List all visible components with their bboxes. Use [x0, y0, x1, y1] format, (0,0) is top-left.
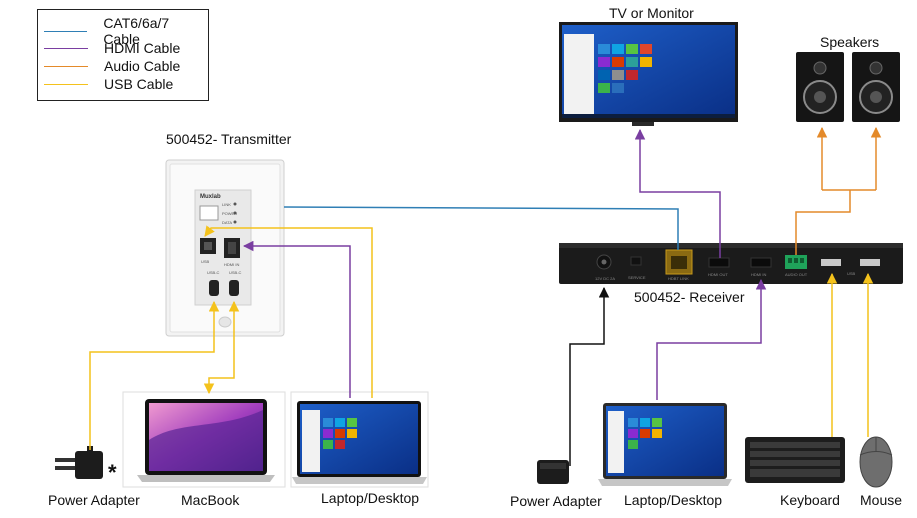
port-label-usbc-2: USB-C — [229, 270, 242, 275]
transmitter-usbc-port-1 — [209, 280, 219, 296]
macbook-image — [122, 391, 286, 488]
power-adapter-left-image — [55, 446, 103, 479]
receiver-hdmi-in-port — [750, 257, 772, 268]
mouse-label: Mouse — [860, 492, 903, 508]
speaker-right — [852, 52, 900, 122]
receiver-label-hdmi-out: HDMI OUT — [708, 272, 728, 277]
transmitter-label: 500452- Transmitter — [166, 131, 292, 147]
legend-swatch-audio — [44, 65, 88, 67]
cable-usb-laptop-left — [204, 225, 373, 398]
legend-swatch-usb — [44, 83, 88, 85]
legend-item-hdmi: HDMI Cable — [44, 39, 180, 57]
legend-swatch-hdmi — [44, 47, 88, 49]
cable-hdmi-laptop-right — [656, 278, 767, 400]
transmitter-brand: Muxlab — [200, 194, 221, 200]
legend-label-hdmi: HDMI Cable — [104, 40, 181, 56]
tv-monitor — [559, 22, 738, 126]
speakers-label: Speakers — [820, 34, 880, 50]
receiver-label: 500452- Receiver — [634, 289, 745, 305]
legend-label-cat6: CAT6/6a/7 Cable — [103, 15, 170, 47]
receiver-hdmi-out-port — [708, 257, 730, 268]
receiver-usb-port-1 — [821, 259, 841, 266]
receiver-label-hdbt: HDBT LINK — [668, 276, 689, 281]
transmitter-wallplate: Muxlab LINK POWER DATA USB HDMI IN USB-C… — [165, 159, 285, 337]
receiver-box: 12V DC 2A SERVICE HDBT LINK HDMI OUT HDM… — [559, 243, 903, 284]
legend-label-audio: Audio Cable — [104, 58, 181, 74]
keyboard-image — [745, 437, 845, 483]
receiver-usb-port-2 — [860, 259, 880, 266]
port-label-usbc-1: USB-C — [207, 270, 220, 275]
cable-power-receiver — [569, 286, 610, 466]
mouse-image — [859, 436, 893, 488]
cable-audio-trunk — [795, 190, 851, 255]
cable-usbc-macbook — [203, 300, 240, 395]
port-label-usb: USB — [201, 259, 210, 264]
transmitter-usbc-port-2 — [229, 280, 239, 296]
legend-item-cat6: CAT6/6a/7 Cable — [44, 15, 208, 47]
speaker-left — [796, 52, 844, 122]
keyboard-label: Keyboard — [780, 492, 840, 508]
macbook-label: MacBook — [181, 492, 240, 508]
laptop-right-label: Laptop/Desktop — [624, 492, 723, 508]
cable-hdmi-laptop-left — [242, 240, 351, 398]
receiver-label-hdmi-in: HDMI IN — [751, 272, 766, 277]
legend-item-usb: USB Cable — [44, 75, 173, 93]
legend-label-usb: USB Cable — [104, 76, 174, 92]
legend-swatch-cat6 — [44, 30, 88, 32]
receiver-label-dc: 12V DC 2A — [595, 276, 615, 281]
laptop-right-image — [598, 403, 732, 486]
indicator-link: LINK — [222, 202, 231, 207]
receiver-label-service: SERVICE — [628, 275, 646, 280]
laptop-left-label: Laptop/Desktop — [321, 490, 420, 506]
power-adapter-right-label: Power Adapter — [510, 493, 602, 509]
receiver-label-usb: USB — [847, 271, 856, 276]
port-label-hdmi-in: HDMI IN — [224, 262, 239, 267]
indicator-data: DATA — [222, 220, 232, 225]
indicator-power: POWER — [222, 211, 237, 216]
receiver-service-port — [630, 256, 642, 266]
legend: CAT6/6a/7 Cable HDMI Cable Audio Cable U… — [37, 9, 209, 101]
legend-item-audio: Audio Cable — [44, 57, 180, 75]
power-adapter-right-image — [537, 460, 569, 484]
cable-hdmi-to-tv — [634, 128, 721, 258]
laptop-left-image — [290, 391, 429, 488]
receiver-label-audio: AUDIO OUT — [785, 272, 808, 277]
cable-cat6 — [283, 206, 679, 250]
tv-label: TV or Monitor — [609, 5, 694, 21]
power-adapter-left-label: Power Adapter — [48, 492, 140, 508]
power-adapter-asterisk: * — [108, 460, 117, 485]
